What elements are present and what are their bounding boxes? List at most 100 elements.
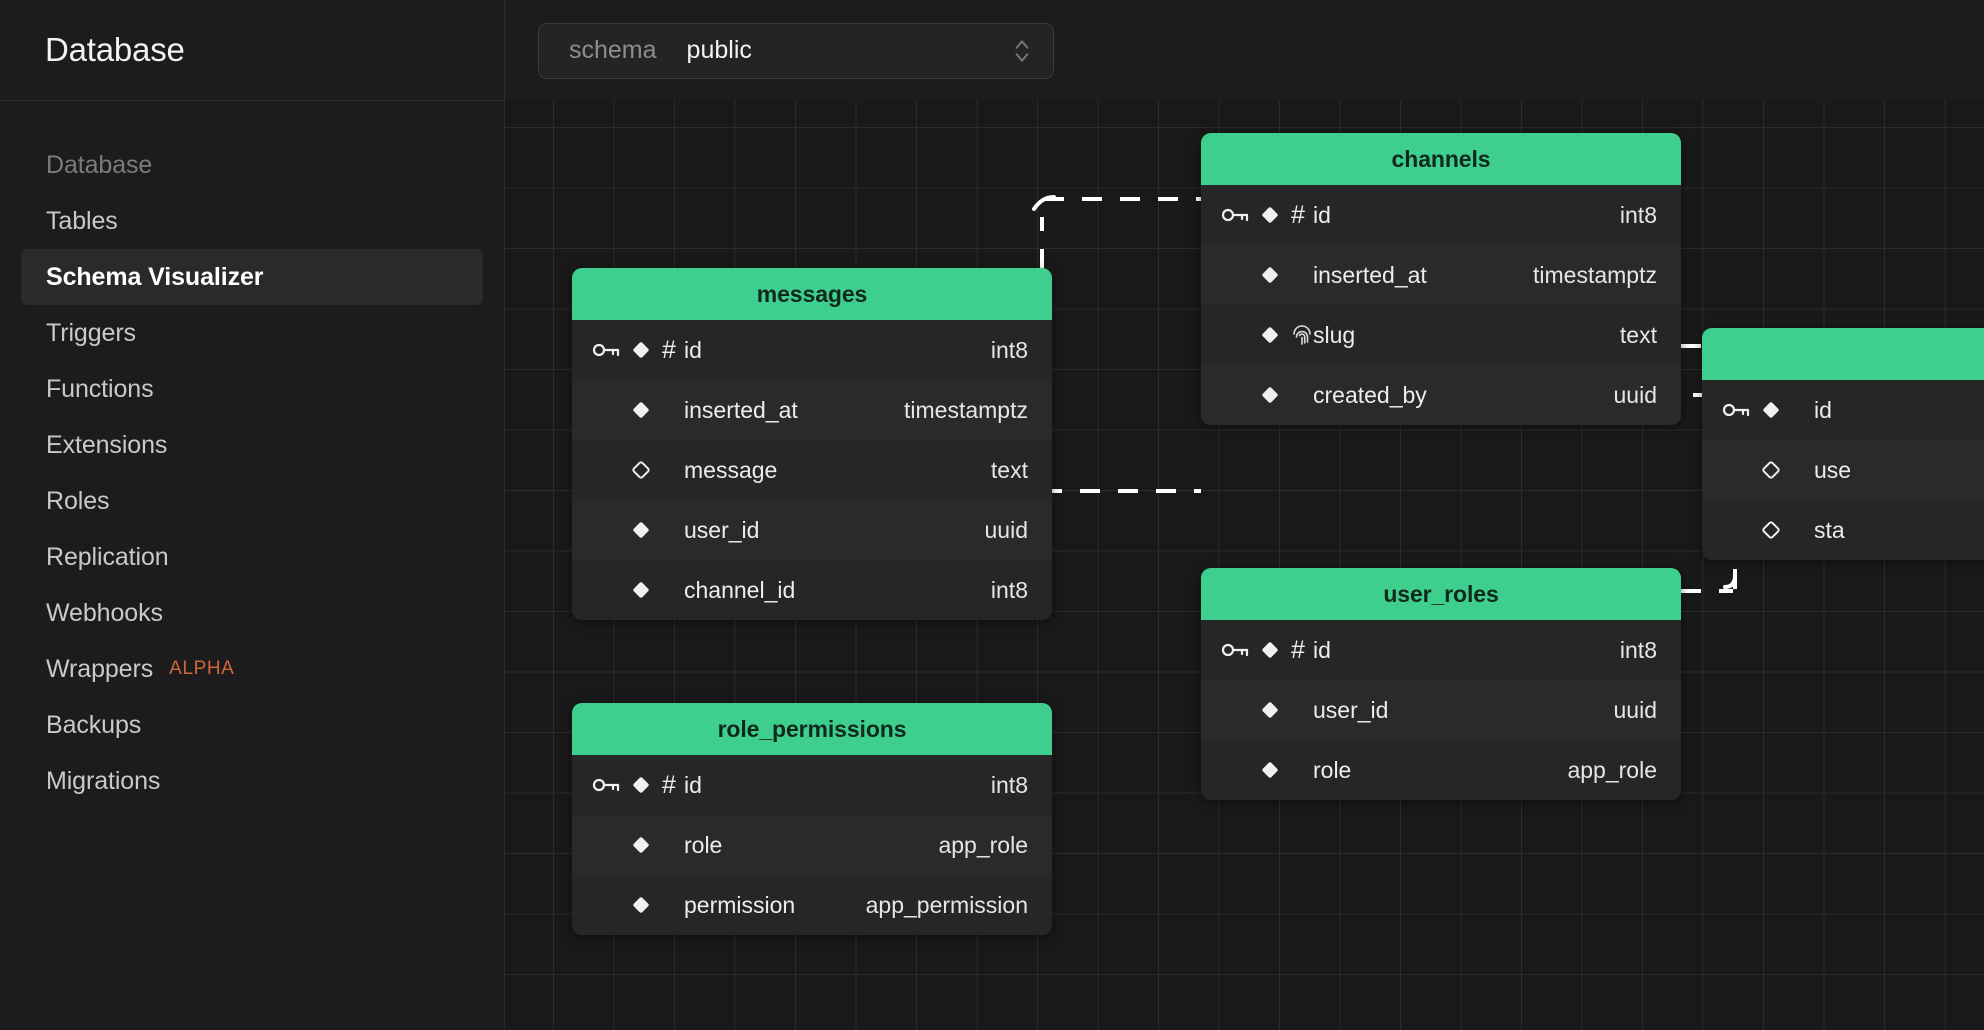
sidebar-item-label: Backups xyxy=(46,710,142,739)
identity-column-icon: # xyxy=(1291,635,1305,664)
sidebar-item-replication[interactable]: Replication xyxy=(21,529,483,585)
table-column-row[interactable]: message text xyxy=(572,440,1052,500)
sidebar-item-label: Functions xyxy=(46,374,154,403)
sidebar-item-label: Schema Visualizer xyxy=(46,262,264,291)
column-icons xyxy=(592,834,684,856)
sidebar-item-schema-visualizer[interactable]: Schema Visualizer xyxy=(21,249,483,305)
table-node-header[interactable]: messages xyxy=(572,268,1052,320)
sidebar-item-label: Roles xyxy=(46,486,110,515)
sidebar-item-label: Triggers xyxy=(46,318,136,347)
column-type: app_role xyxy=(938,831,1028,858)
table-node-header[interactable]: role_permissions xyxy=(572,703,1052,755)
sidebar-item-tables[interactable]: Tables xyxy=(21,193,483,249)
alpha-badge: ALPHA xyxy=(169,658,235,679)
table-column-row[interactable]: user_id uuid xyxy=(572,500,1052,560)
column-name: id xyxy=(684,336,702,363)
sidebar-item-extensions[interactable]: Extensions xyxy=(21,417,483,473)
sidebar-item-database[interactable]: Database xyxy=(21,137,483,193)
column-icons xyxy=(592,894,684,916)
column-type: uuid xyxy=(1613,381,1657,408)
table-column-row[interactable]: sta xyxy=(1702,500,1984,560)
column-name: inserted_at xyxy=(1313,261,1427,288)
sidebar-item-wrappers[interactable]: Wrappers ALPHA xyxy=(21,641,483,697)
column-icons xyxy=(1722,399,1814,421)
not-null-column-icon xyxy=(1259,699,1281,721)
sidebar-item-label: Webhooks xyxy=(46,598,163,627)
primary-key-icon xyxy=(592,776,620,794)
column-icons xyxy=(592,579,684,601)
column-icons xyxy=(1221,759,1313,781)
table-node[interactable]: id use sta xyxy=(1702,328,1984,560)
sidebar-item-functions[interactable]: Functions xyxy=(21,361,483,417)
table-node-title: channels xyxy=(1391,145,1491,172)
sidebar-item-label: Extensions xyxy=(46,430,168,459)
schema-selector[interactable]: schema public xyxy=(538,22,1054,79)
sidebar-item-label: Database xyxy=(46,150,153,179)
primary-key-icon xyxy=(1221,641,1249,659)
column-name: message xyxy=(684,456,778,483)
identity-column-icon: # xyxy=(1291,200,1305,229)
column-name: slug xyxy=(1313,321,1356,348)
primary-key-icon xyxy=(1722,401,1750,419)
sidebar-item-label: Wrappers xyxy=(46,654,154,683)
table-column-row[interactable]: created_by uuid xyxy=(1201,365,1681,425)
column-type: int8 xyxy=(1619,636,1657,663)
column-icons xyxy=(1221,699,1313,721)
column-name: user_id xyxy=(684,516,760,543)
column-icons: # xyxy=(592,770,684,799)
not-null-column-icon xyxy=(630,399,652,421)
column-name: role xyxy=(1313,756,1352,783)
not-null-column-icon xyxy=(630,834,652,856)
table-node-title: user_roles xyxy=(1383,580,1499,607)
sidebar-item-roles[interactable]: Roles xyxy=(21,473,483,529)
not-null-column-icon xyxy=(1259,324,1281,346)
identity-column-icon: # xyxy=(662,770,676,799)
column-name: id xyxy=(684,771,702,798)
not-null-column-icon xyxy=(1259,384,1281,406)
column-type: app_permission xyxy=(865,891,1028,918)
sidebar-item-backups[interactable]: Backups xyxy=(21,697,483,753)
column-icons xyxy=(1722,519,1814,541)
not-null-column-icon xyxy=(1259,759,1281,781)
not-null-column-icon xyxy=(630,339,652,361)
primary-key-icon xyxy=(1221,206,1249,224)
sidebar-item-triggers[interactable]: Triggers xyxy=(21,305,483,361)
toolbar: schema public xyxy=(505,0,1984,101)
column-type: text xyxy=(1619,321,1657,348)
not-null-column-icon xyxy=(1259,204,1281,226)
column-type: uuid xyxy=(984,516,1028,543)
column-name: use xyxy=(1814,456,1852,483)
sidebar-item-migrations[interactable]: Migrations xyxy=(21,753,483,809)
not-null-column-icon xyxy=(630,894,652,916)
nullable-column-icon xyxy=(1760,459,1782,481)
table-node-title: messages xyxy=(756,280,868,307)
table-column-row[interactable]: slug text xyxy=(1201,305,1681,365)
table-column-row[interactable]: use xyxy=(1702,440,1984,500)
table-column-row[interactable]: id xyxy=(1702,380,1984,440)
column-name: created_by xyxy=(1313,381,1427,408)
table-node-header[interactable]: user_roles xyxy=(1201,568,1681,620)
column-icons: # xyxy=(592,337,684,363)
column-icons xyxy=(592,459,684,481)
sidebar-item-webhooks[interactable]: Webhooks xyxy=(21,585,483,641)
column-type: text xyxy=(990,456,1028,483)
table-node-header[interactable] xyxy=(1702,328,1984,380)
table-node-header[interactable]: channels xyxy=(1201,133,1681,185)
